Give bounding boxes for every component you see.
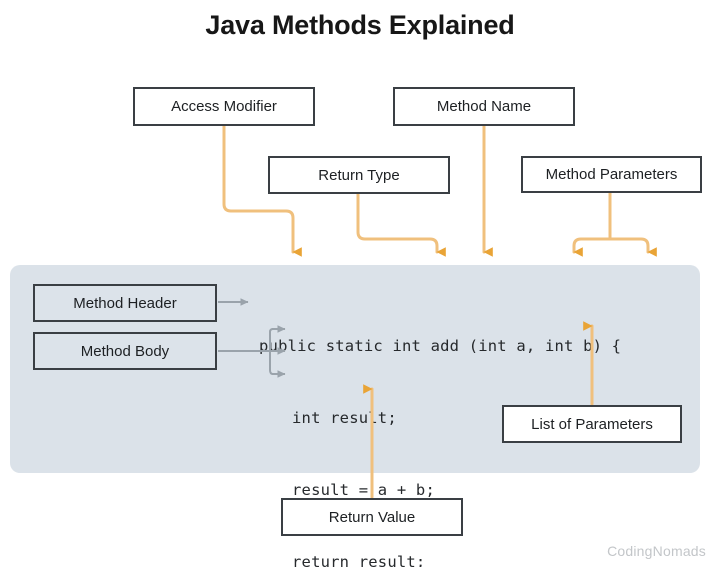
callout-access-modifier[interactable]: Access Modifier <box>133 87 315 126</box>
watermark: CodingNomads <box>607 543 706 559</box>
code-line-declaration: int result; <box>292 409 397 427</box>
page-title: Java Methods Explained <box>205 10 515 40</box>
callout-method-body[interactable]: Method Body <box>33 332 217 370</box>
code-line-signature: public static int add (int a, int b) { <box>259 337 622 355</box>
callout-list-of-parameters[interactable]: List of Parameters <box>502 405 682 443</box>
code-line-return: return result; <box>292 553 426 567</box>
wire-method-parameters-left <box>572 237 612 257</box>
code-line-assignment: result = a + b; <box>292 481 435 499</box>
callout-method-parameters[interactable]: Method Parameters <box>521 156 702 193</box>
callout-return-value[interactable]: Return Value <box>281 498 463 536</box>
callout-method-header[interactable]: Method Header <box>33 284 217 322</box>
callout-return-type[interactable]: Return Type <box>268 156 450 194</box>
wire-return-type <box>356 192 446 257</box>
wire-method-parameters-right <box>608 237 657 257</box>
callout-method-name[interactable]: Method Name <box>393 87 575 126</box>
